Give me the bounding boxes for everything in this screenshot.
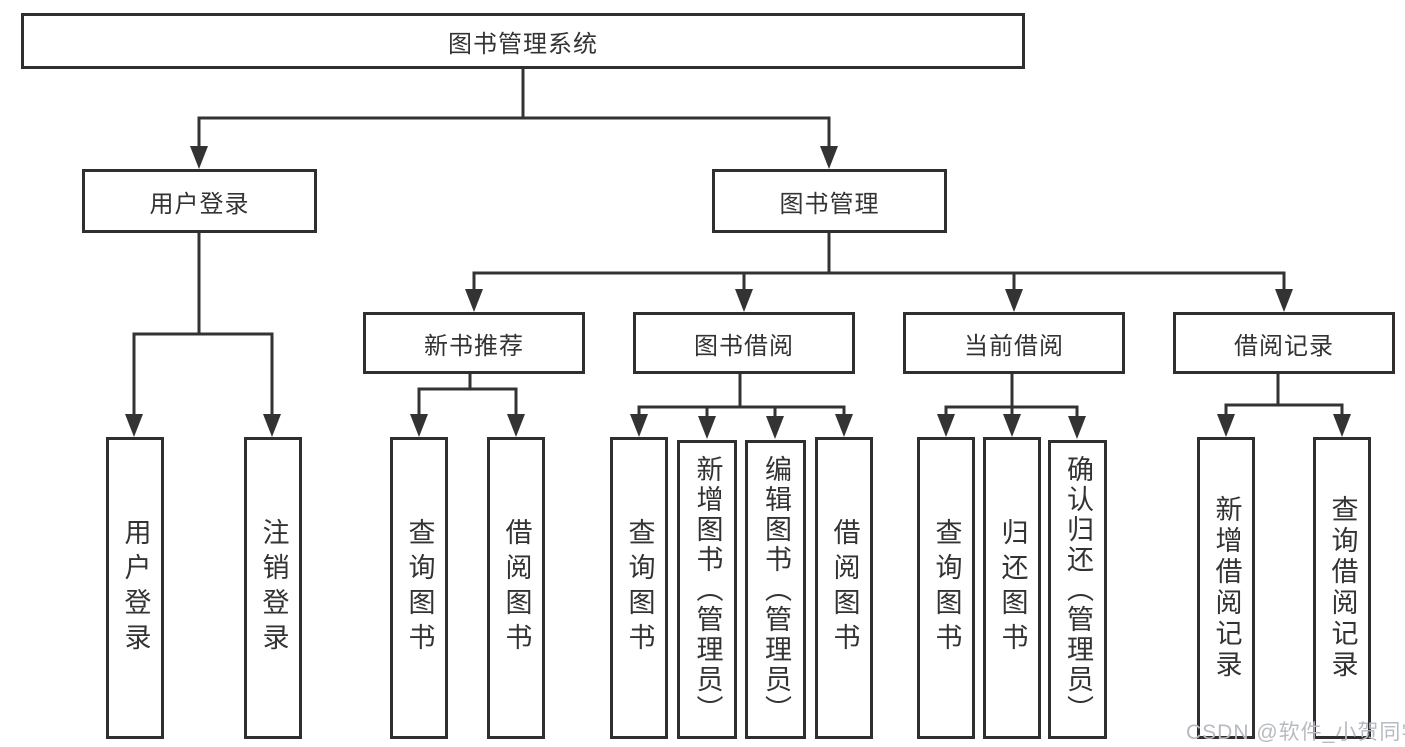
leaf-query-borrow-record: 查询借阅记录 xyxy=(1313,437,1371,739)
leaf-logout: 注销登录 xyxy=(244,437,302,739)
connector-new-book-children xyxy=(410,374,525,437)
connector-current-borrow-children xyxy=(937,374,1086,439)
node-user-login: 用户登录 xyxy=(82,169,317,233)
node-book-borrow: 图书借阅 xyxy=(633,312,855,374)
connector-borrow-record-children xyxy=(1217,374,1351,437)
node-book-management: 图书管理 xyxy=(712,169,947,233)
node-current-borrow: 当前借阅 xyxy=(903,312,1125,374)
leaf-borrow-books-recommend: 借阅图书 xyxy=(487,437,545,739)
connector-root-to-level2 xyxy=(190,68,838,169)
leaf-add-book-admin: 新增图书（管理员） xyxy=(677,440,737,739)
node-new-book-recommend: 新书推荐 xyxy=(363,312,585,374)
leaf-user-login: 用户登录 xyxy=(106,437,164,739)
leaf-edit-book-admin: 编辑图书（管理员） xyxy=(745,440,806,739)
leaf-query-books-current: 查询图书 xyxy=(917,437,975,739)
leaf-confirm-return-admin: 确认归还（管理员） xyxy=(1048,440,1107,739)
connector-user-login-children xyxy=(125,233,281,437)
leaf-return-books: 归还图书 xyxy=(983,437,1041,739)
node-root: 图书管理系统 xyxy=(21,13,1025,69)
connector-book-management-children xyxy=(465,233,1293,312)
leaf-add-borrow-record: 新增借阅记录 xyxy=(1197,437,1255,739)
leaf-query-books-borrow: 查询图书 xyxy=(610,437,668,739)
connector-book-borrow-children xyxy=(630,374,853,439)
node-borrow-records: 借阅记录 xyxy=(1173,312,1395,374)
leaf-query-books-recommend: 查询图书 xyxy=(390,437,448,739)
leaf-borrow-books: 借阅图书 xyxy=(815,437,873,739)
watermark: CSDN @软件_小贺同学 xyxy=(1186,721,1405,744)
